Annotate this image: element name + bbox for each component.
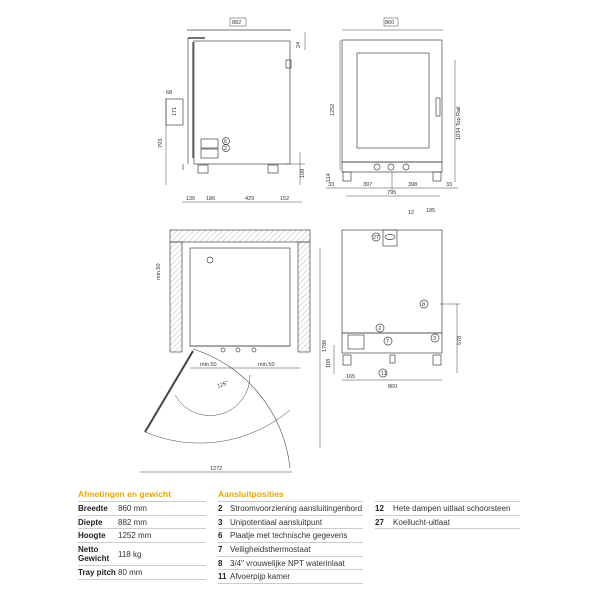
svg-text:171: 171 <box>172 107 178 116</box>
svg-text:6: 6 <box>224 139 227 145</box>
connection-row: 27 Koellucht-uitlaat <box>375 516 520 530</box>
connection-label: 3/4" vrouwelijke NPT waterinlaat <box>230 558 345 568</box>
spec-key: Netto Gewicht <box>78 545 110 564</box>
svg-text:108: 108 <box>326 359 332 368</box>
front-view <box>326 17 458 197</box>
spec-value: 1252 mm <box>118 531 152 541</box>
svg-text:2: 2 <box>378 326 381 332</box>
connection-label: Unipotentiaal aansluitpunt <box>230 517 323 527</box>
svg-text:3: 3 <box>433 336 436 342</box>
svg-text:2: 2 <box>224 146 227 152</box>
connection-number: 3 <box>218 517 223 527</box>
connection-number: 2 <box>218 503 223 513</box>
svg-text:7: 7 <box>386 339 389 345</box>
svg-text:min.50: min.50 <box>156 263 162 280</box>
svg-text:1252: 1252 <box>330 104 336 116</box>
connection-row: 8 3/4" vrouwelijke NPT waterinlaat <box>218 557 363 571</box>
svg-text:12: 12 <box>408 210 414 216</box>
svg-text:125°: 125° <box>217 380 230 390</box>
svg-text:min.50: min.50 <box>258 362 275 368</box>
connection-row: 2 Stroomvoorziening aansluitingenbord <box>218 502 363 516</box>
svg-text:185: 185 <box>426 208 435 214</box>
connections-title: Aansluitposities <box>218 489 363 502</box>
dimensions-weight-table: Afmetingen en gewicht Breedte 860 mm Die… <box>78 489 206 580</box>
connection-positions-table: Aansluitposities 2 Stroomvoorziening aan… <box>218 489 363 585</box>
svg-text:1786: 1786 <box>322 340 328 352</box>
connection-row: 7 Veiligheidsthermostaat <box>218 543 363 557</box>
connection-number: 7 <box>218 544 223 554</box>
rear-view-labels: 27 8 2 7 3 11 578 108 165 860 <box>326 235 463 390</box>
front-view-labels: 860 1252 1034 Top Rail 114 33 33 397 398… <box>326 20 462 216</box>
svg-text:165: 165 <box>346 374 355 380</box>
connection-number: 27 <box>375 517 384 527</box>
spec-value: 882 mm <box>118 517 147 527</box>
connection-row: 6 Plaatje met technische gegevens <box>218 529 363 544</box>
spec-row: Netto Gewicht 118 kg <box>78 543 206 567</box>
side-view <box>165 17 306 203</box>
connection-label: Veiligheidsthermostaat <box>230 544 311 554</box>
connection-row: 11 Afvoerpijp kamer <box>218 570 363 585</box>
svg-text:24: 24 <box>296 42 302 48</box>
connection-number: 6 <box>218 531 223 541</box>
svg-text:136: 136 <box>186 196 195 202</box>
svg-text:860: 860 <box>385 20 394 26</box>
svg-text:33: 33 <box>446 182 452 188</box>
svg-text:min.50: min.50 <box>200 362 217 368</box>
rear-view <box>333 229 460 381</box>
connection-row: 12 Hete dampen uitlaat schoorsteen <box>375 502 520 516</box>
spec-value: 80 mm <box>118 567 143 577</box>
side-view-labels: 882 24 68 171 793 108 136 186 429 152 6 … <box>158 20 306 202</box>
connection-label: Hete dampen uitlaat schoorsteen <box>393 503 511 513</box>
svg-text:397: 397 <box>363 182 372 188</box>
svg-text:429: 429 <box>245 196 254 202</box>
svg-text:33: 33 <box>328 182 334 188</box>
spec-row: Breedte 860 mm <box>78 502 206 516</box>
connection-positions-table-2: 12 Hete dampen uitlaat schoorsteen 27 Ko… <box>375 489 520 530</box>
svg-text:398: 398 <box>408 182 417 188</box>
svg-text:795: 795 <box>387 190 396 196</box>
svg-text:8: 8 <box>422 302 425 308</box>
connection-label: Stroomvoorziening aansluitingenbord <box>230 503 363 513</box>
svg-text:578: 578 <box>457 336 463 345</box>
connection-label: Afvoerpijp kamer <box>230 572 291 582</box>
svg-text:186: 186 <box>206 196 215 202</box>
svg-text:152: 152 <box>280 196 289 202</box>
connection-number: 8 <box>218 558 223 568</box>
svg-text:793: 793 <box>158 139 164 148</box>
spec-key: Hoogte <box>78 531 106 541</box>
svg-text:1034 Top Rail: 1034 Top Rail <box>456 106 462 140</box>
svg-text:108: 108 <box>300 169 306 178</box>
dimensions-title: Afmetingen en gewicht <box>78 489 206 502</box>
svg-text:860: 860 <box>388 384 397 390</box>
connection-number: 11 <box>218 572 227 582</box>
spec-value: 860 mm <box>118 503 147 513</box>
svg-text:68: 68 <box>166 90 172 96</box>
connection-number: 12 <box>375 503 384 513</box>
technical-drawing: 882 24 68 171 793 108 136 186 429 152 6 … <box>140 17 463 473</box>
spec-key: Breedte <box>78 503 108 513</box>
connections-spacer <box>375 489 520 502</box>
svg-text:114: 114 <box>326 173 332 182</box>
spec-row: Hoogte 1252 mm <box>78 529 206 544</box>
svg-text:882: 882 <box>232 20 241 26</box>
connection-row: 3 Unipotentiaal aansluitpunt <box>218 516 363 530</box>
connection-label: Plaatje met technische gegevens <box>230 531 348 541</box>
svg-text:11: 11 <box>381 371 387 377</box>
svg-text:27: 27 <box>373 235 379 241</box>
plan-view-labels: min.50 min.50 min.50 125° 1786 1272 <box>156 263 328 472</box>
spec-row: Diepte 882 mm <box>78 516 206 530</box>
spec-value: 118 kg <box>118 549 142 559</box>
spec-key: Tray pitch <box>78 567 116 577</box>
spec-row: Tray pitch 80 mm <box>78 566 206 580</box>
connection-label: Koellucht-uitlaat <box>393 517 450 527</box>
plan-view <box>140 229 321 473</box>
spec-key: Diepte <box>78 517 103 527</box>
svg-text:1272: 1272 <box>210 466 222 472</box>
